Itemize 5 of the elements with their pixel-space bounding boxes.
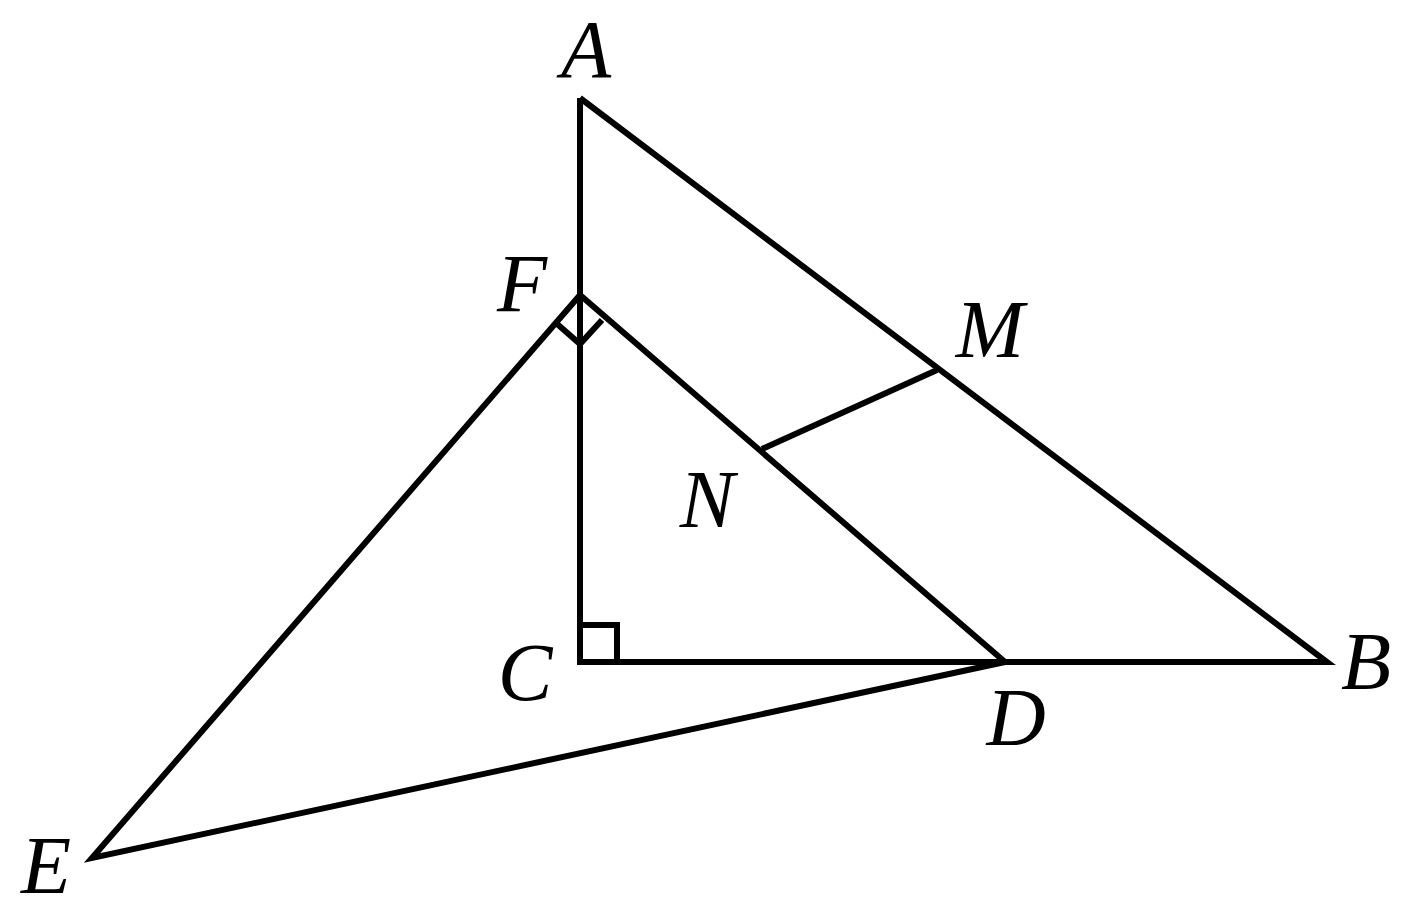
point-label: C <box>497 632 553 714</box>
point-label: E <box>20 825 72 907</box>
point-label: B <box>1340 621 1392 703</box>
point-label: F <box>496 243 548 325</box>
point-label: D <box>986 677 1046 759</box>
